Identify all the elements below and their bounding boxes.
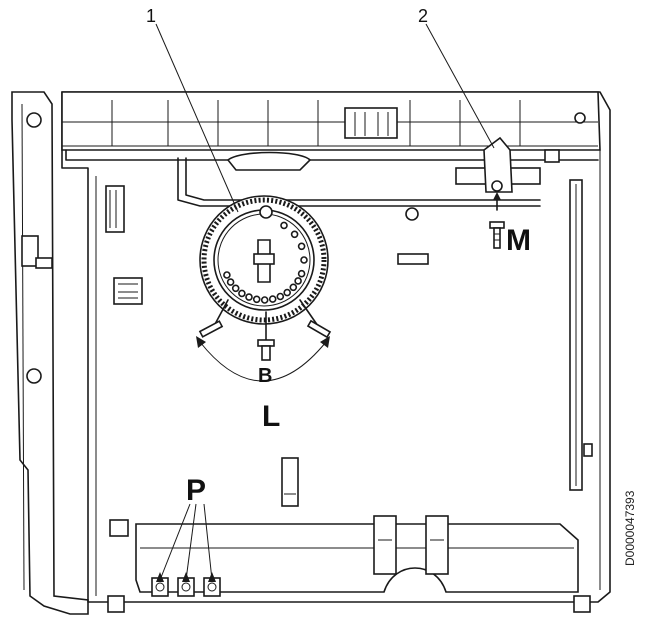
dial-hole — [223, 271, 231, 279]
dial-hole — [226, 278, 235, 286]
dial-hole — [276, 292, 285, 301]
adjustment-dial — [199, 195, 329, 325]
callout-2: 2 — [418, 6, 428, 26]
screw-positions — [198, 299, 332, 361]
dial-hole — [297, 242, 306, 251]
housing-body — [61, 91, 611, 603]
callout-1: 1 — [146, 6, 156, 26]
dial-hole-ring — [223, 221, 308, 304]
screw-m — [489, 192, 505, 249]
dial-hole — [245, 293, 253, 301]
label-m: M — [506, 224, 531, 257]
left-mounting-rail — [11, 91, 89, 615]
label-p: P — [186, 474, 206, 507]
dial-hole — [290, 230, 299, 239]
dial-hole — [252, 295, 261, 304]
dial-hole — [238, 289, 246, 298]
adjustment-range-arc — [196, 336, 330, 382]
dial-hole — [300, 256, 308, 264]
top-vent-grille — [61, 91, 601, 161]
bottom-cover — [107, 515, 591, 613]
document-id: D0000047393 — [623, 490, 637, 566]
label-l: L — [262, 400, 280, 433]
dial-hole — [280, 221, 288, 230]
right-vertical-rail — [569, 179, 593, 491]
dial-hole — [297, 269, 306, 278]
leader-lines — [155, 23, 495, 582]
dial-hole — [231, 284, 240, 293]
dial-hole — [260, 296, 269, 304]
housing-features — [105, 185, 429, 537]
dial-hole — [289, 283, 298, 292]
cable-channel — [177, 151, 541, 207]
label-b: B — [258, 365, 272, 387]
dial-hole — [268, 295, 277, 303]
dial-hole — [283, 288, 292, 297]
latch-assembly — [455, 136, 560, 193]
dial-hole — [294, 277, 302, 285]
